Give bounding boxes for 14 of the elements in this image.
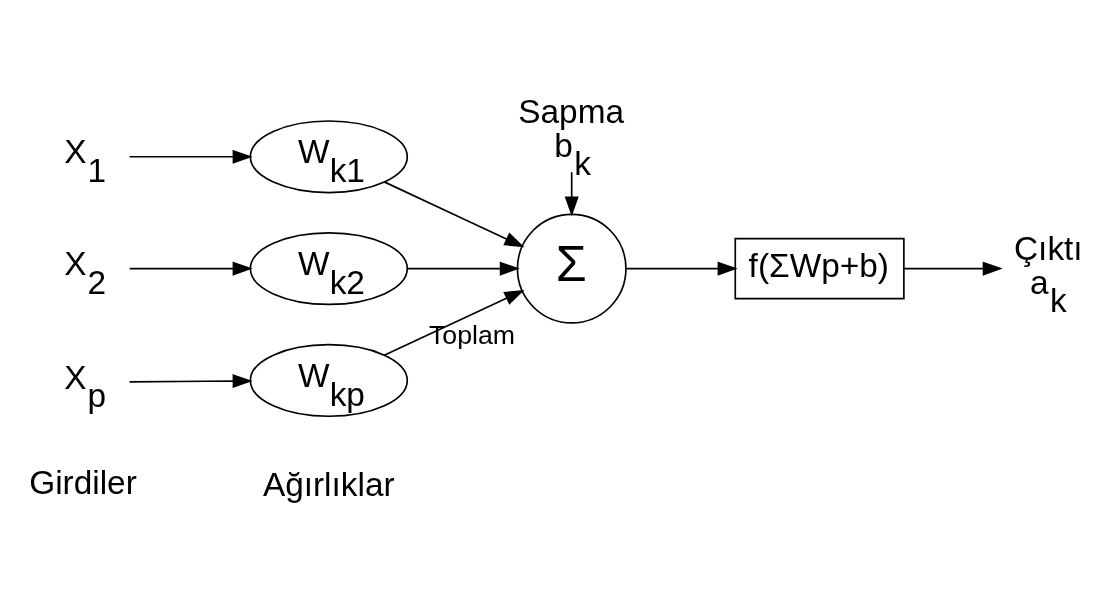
arrow: [383, 181, 525, 248]
node-circle: Σ: [516, 213, 627, 324]
arrow: [903, 261, 1003, 276]
arrow: [128, 374, 253, 389]
arrow: [383, 289, 525, 357]
arrow: [128, 149, 253, 164]
label: Ağırlıklar: [262, 465, 395, 503]
arrow: [406, 261, 520, 276]
node-label: Toplam: [428, 320, 516, 351]
arrow: [625, 261, 738, 276]
arrow: [128, 261, 253, 276]
label: Girdiler: [29, 463, 137, 501]
node-box: f(ΣWp+b): [734, 237, 905, 300]
arrow: [564, 171, 579, 217]
